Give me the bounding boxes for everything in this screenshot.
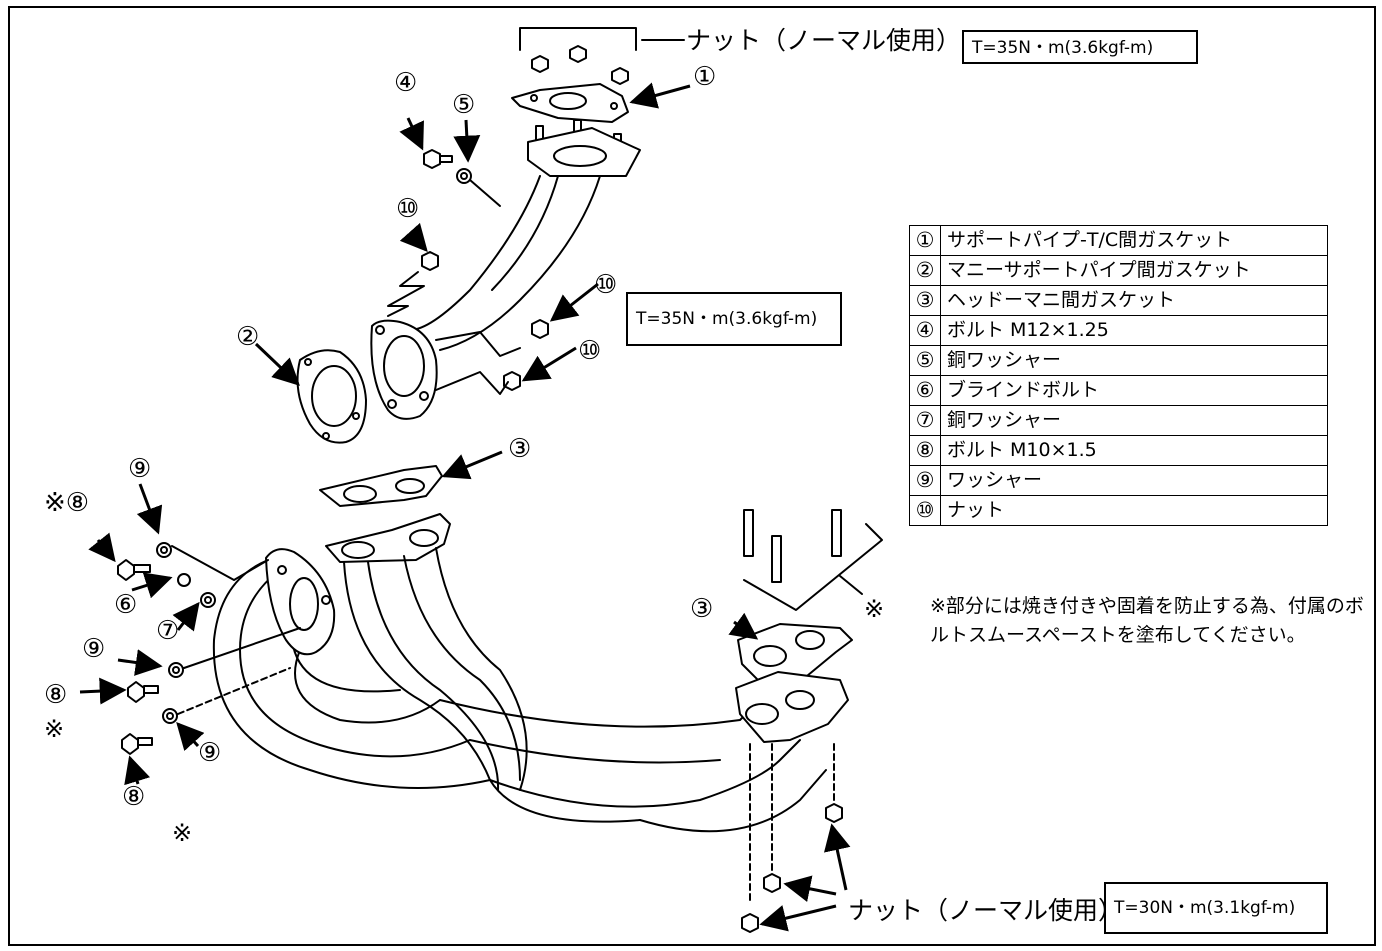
callout-3-top: ③ (508, 434, 532, 464)
nut-label-bottom: ナット（ノーマル使用） (848, 896, 1124, 925)
part-description: ナット (940, 495, 1328, 526)
callout-6: ⑥ (114, 590, 138, 620)
part-number: ⑦ (909, 405, 941, 436)
part-description: ブラインドボルト (940, 375, 1328, 406)
part-number: ⑩ (909, 495, 941, 526)
part-number: ⑨ (909, 465, 941, 496)
part-number: ⑧ (909, 435, 941, 466)
callout-8-top: ※⑧ (44, 488, 90, 518)
part-number: ④ (909, 315, 941, 346)
callout-3-right: ③ (690, 594, 714, 624)
callout-8-low: ⑧ (122, 782, 146, 812)
callout-10-right-upper: ⑩ (594, 270, 618, 300)
torque-box-top: T=35N・m(3.6kgf-m) (962, 30, 1198, 64)
asterisk-mark-low: ※ (172, 819, 193, 847)
callout-9-low: ⑨ (198, 738, 222, 768)
part-number: ⑤ (909, 345, 941, 376)
part-description: ボルト M12×1.25 (940, 315, 1328, 346)
part-number: ⑥ (909, 375, 941, 406)
part-description: マニーサポートパイプ間ガスケット (940, 255, 1328, 286)
asterisk-mark-studs: ※ (864, 595, 885, 623)
part-description: ヘッドーマニ間ガスケット (940, 285, 1328, 316)
callout-8-mid: ⑧ (44, 680, 68, 710)
torque-box-middle: T=35N・m(3.6kgf-m) (626, 292, 842, 346)
callout-5: ⑤ (452, 90, 476, 120)
part-description: 銅ワッシャー (940, 405, 1328, 436)
part-description: ボルト M10×1.5 (940, 435, 1328, 466)
top-nuts (531, 45, 629, 85)
paste-note: ※部分には焼き付きや固着を防止する為、付属のボルトスムースペーストを塗布してくだ… (930, 595, 1364, 646)
callout-2: ② (236, 322, 260, 352)
callout-7: ⑦ (156, 616, 180, 646)
nut-label-top: ナット（ノーマル使用） (686, 26, 962, 55)
callout-1: ① (693, 62, 717, 92)
part-description: 銅ワッシャー (940, 345, 1328, 376)
diagram-frame (8, 6, 1376, 946)
callout-10-right-lower: ⑩ (578, 336, 602, 366)
part-description: サポートパイプ-T/C間ガスケット (940, 225, 1328, 256)
callout-9-top: ⑨ (128, 454, 152, 484)
torque-box-bottom: T=30N・m(3.1kgf-m) (1104, 882, 1328, 934)
asterisk-mark-mid: ※ (44, 715, 65, 743)
part-number: ② (909, 255, 941, 286)
callout-4: ④ (394, 68, 418, 98)
part-description: ワッシャー (940, 465, 1328, 496)
part-number: ③ (909, 285, 941, 316)
part-number: ① (909, 225, 941, 256)
callout-10-left: ⑩ (396, 194, 420, 224)
callout-9-mid: ⑨ (82, 634, 106, 664)
